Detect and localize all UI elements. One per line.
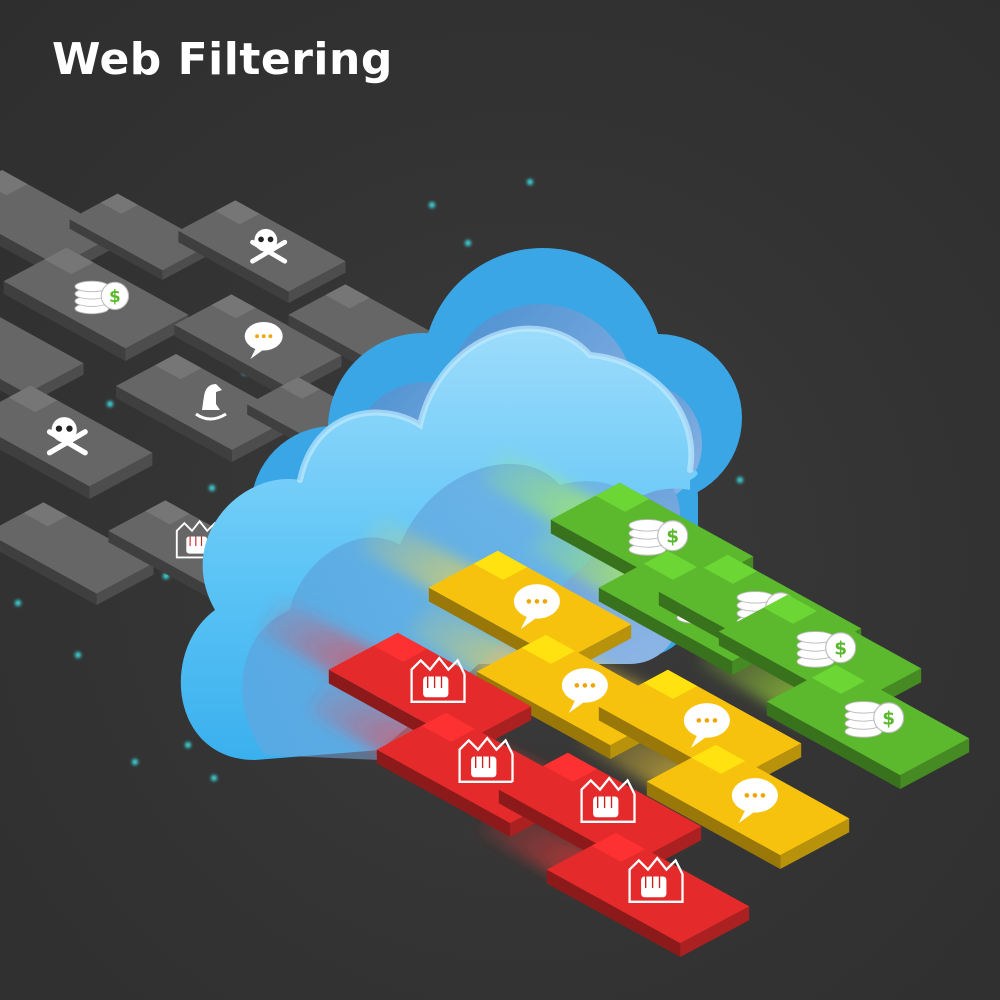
fist-icon — [175, 519, 222, 559]
speech-bubble-icon — [244, 321, 283, 359]
particle-dot — [527, 179, 533, 185]
speech-bubble-icon — [513, 584, 560, 629]
coins-dollar-icon: $ — [796, 631, 857, 668]
file-card — [69, 193, 211, 280]
particle-dot — [107, 401, 113, 407]
fist-icon — [458, 736, 514, 783]
coins-dollar-icon: $ — [74, 280, 130, 315]
svg-text:$: $ — [666, 527, 679, 548]
file-card — [0, 385, 153, 499]
file-card: $ — [766, 664, 970, 789]
skull-crossbones-icon — [46, 417, 88, 456]
rocking-horse-icon — [195, 384, 227, 421]
filtered-streams: $$$$$ — [328, 482, 970, 957]
file-card — [174, 294, 342, 397]
fist-icon — [580, 776, 636, 823]
file-card — [0, 502, 154, 605]
particle-dot — [465, 240, 471, 246]
coins-dollar-icon: $ — [628, 519, 689, 556]
page-title: Web Filtering — [52, 34, 393, 85]
file-card — [178, 200, 346, 303]
fist-icon — [410, 656, 466, 703]
particle-dot — [429, 202, 435, 208]
skull-crossbones-icon — [250, 228, 288, 264]
particle-dot — [15, 600, 21, 606]
svg-text:$: $ — [882, 709, 895, 730]
speech-bubble-icon — [561, 668, 608, 713]
particle-dot — [211, 775, 217, 781]
particle-dot — [132, 759, 138, 765]
speech-bubble-icon — [683, 703, 730, 748]
fist-icon — [628, 856, 684, 903]
particle-dot — [185, 742, 191, 748]
particle-dot — [737, 477, 743, 483]
particle-dot — [209, 485, 215, 491]
speech-bubble-icon — [731, 778, 778, 823]
cloud-rim-highlight — [297, 325, 695, 483]
coins-dollar-icon: $ — [844, 701, 905, 738]
particle-dot — [75, 652, 81, 658]
file-card — [646, 744, 850, 869]
file-card: $ — [3, 247, 189, 361]
file-card — [546, 832, 750, 957]
svg-text:$: $ — [109, 286, 121, 306]
svg-text:$: $ — [834, 639, 847, 660]
